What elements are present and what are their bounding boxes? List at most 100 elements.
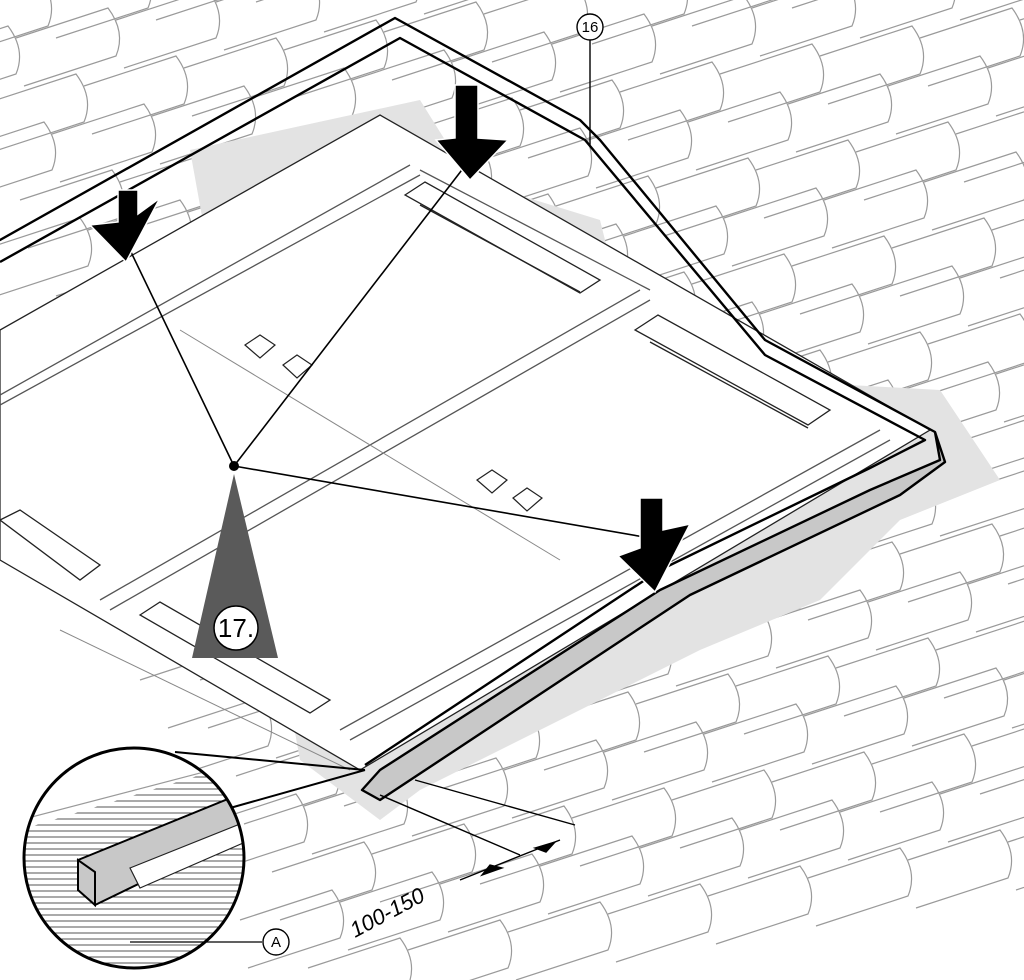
roof-tile: [987, 55, 1024, 117]
arrows: [88, 84, 692, 594]
roof-tile: [735, 655, 841, 735]
roof-tile: [655, 157, 761, 237]
roof-tile: [887, 55, 993, 135]
roof-tile: [351, 49, 457, 129]
roof-tile: [819, 25, 925, 105]
roof-tile: [203, 793, 309, 873]
roof-tile: [83, 55, 189, 135]
roof-tile: [471, 805, 577, 885]
roof-tile: [639, 817, 745, 897]
roof-tile: [803, 685, 909, 765]
roof-tile: [607, 883, 713, 963]
dimension-label: 100-150: [346, 882, 430, 942]
fixing-nubs: [244, 334, 543, 512]
roof-tile: [687, 91, 793, 171]
roof-tile: [859, 265, 965, 345]
flashing-frame: [0, 16, 947, 802]
roof-tile: [691, 0, 774, 27]
roof-tile: [955, 111, 1024, 183]
roof-tile: [151, 85, 257, 165]
bracket: [633, 314, 832, 429]
roof-tile: [839, 781, 945, 861]
down-arrow-icon: [88, 189, 161, 264]
detail-zoom: A: [22, 746, 366, 970]
roof-tile: [451, 31, 557, 111]
roof-tile: [507, 901, 613, 980]
roof-tile: [215, 0, 321, 51]
roof-tile: [971, 728, 1024, 795]
roof-tile: [871, 733, 977, 813]
roof-tile: [255, 0, 265, 3]
roof-tile: [703, 703, 809, 783]
bracket: [0, 509, 102, 581]
detail-callout-letter: A: [271, 934, 281, 951]
roof-tile: [551, 13, 657, 93]
roof-tile: [671, 769, 777, 849]
roof-tile: [759, 283, 865, 363]
roof-tile: [591, 0, 688, 45]
roof-tile: [271, 841, 377, 921]
roof-tile: [959, 256, 1024, 327]
roof-tile: [707, 865, 813, 945]
roof-tile: [903, 667, 1009, 747]
roof-tile: [751, 0, 857, 57]
roof-tile: [827, 331, 933, 411]
roof-tile: [371, 823, 477, 903]
roof-tile: [407, 919, 513, 980]
step-number: 17.: [218, 613, 254, 643]
roof-tile: [587, 109, 693, 189]
roof-tile: [939, 765, 1024, 843]
roof-tile: [239, 889, 345, 969]
roof-tile: [807, 847, 913, 927]
roof-tile: [439, 853, 545, 933]
roof-tile: [323, 0, 418, 33]
part-callout-number: 16: [582, 19, 599, 36]
part-callout: 16: [576, 13, 604, 145]
roof-tile: [0, 25, 21, 80]
roof-tile: [927, 313, 1024, 393]
roof-tile: [859, 0, 956, 39]
roof-tile: [799, 541, 905, 621]
roof-tile: [791, 235, 897, 315]
roof-tile: [55, 0, 152, 39]
roof-tile: [919, 7, 1024, 87]
roof-tile: [483, 0, 589, 63]
roof-tile: [719, 43, 825, 123]
roof-tile: [419, 97, 525, 177]
roof-tile: [787, 73, 893, 153]
down-arrow-icon: [616, 497, 692, 594]
roof-tile: [503, 739, 609, 819]
roof-tile: [115, 0, 221, 69]
roof-tile: [619, 61, 725, 141]
roof-tile: [899, 523, 1005, 603]
roof-tile: [823, 169, 929, 249]
roof-tile: [995, 364, 1024, 423]
roof-tile: [403, 757, 509, 837]
roof-tile: [767, 589, 873, 669]
roof-tile: [935, 620, 1024, 699]
roof-tile: [623, 205, 729, 285]
roof-tile: [307, 937, 413, 980]
roof-tile: [739, 799, 845, 879]
roof-tile: [891, 217, 997, 297]
roof-tile: [855, 121, 961, 201]
roof-tile: [791, 0, 819, 9]
roof-tile: [967, 565, 1024, 633]
roof-tile: [867, 571, 973, 651]
roof-tile: [0, 73, 89, 151]
down-arrow-icon: [434, 84, 510, 182]
roof-tile: [895, 361, 1001, 441]
roof-tile: [487, 127, 593, 207]
roof-tile: [603, 721, 709, 801]
roof-tile: [0, 0, 53, 43]
roof-tile: [51, 103, 157, 183]
roof-tile: [15, 7, 121, 87]
roof-tile: [339, 871, 445, 951]
roof-tile: [691, 253, 797, 333]
roof-tile: [723, 187, 829, 267]
roof-tile: [651, 0, 757, 75]
roof-tile: [519, 79, 625, 159]
roof-tile: [0, 217, 93, 296]
roof-tile: [835, 637, 941, 717]
roof-tile: [183, 37, 289, 117]
